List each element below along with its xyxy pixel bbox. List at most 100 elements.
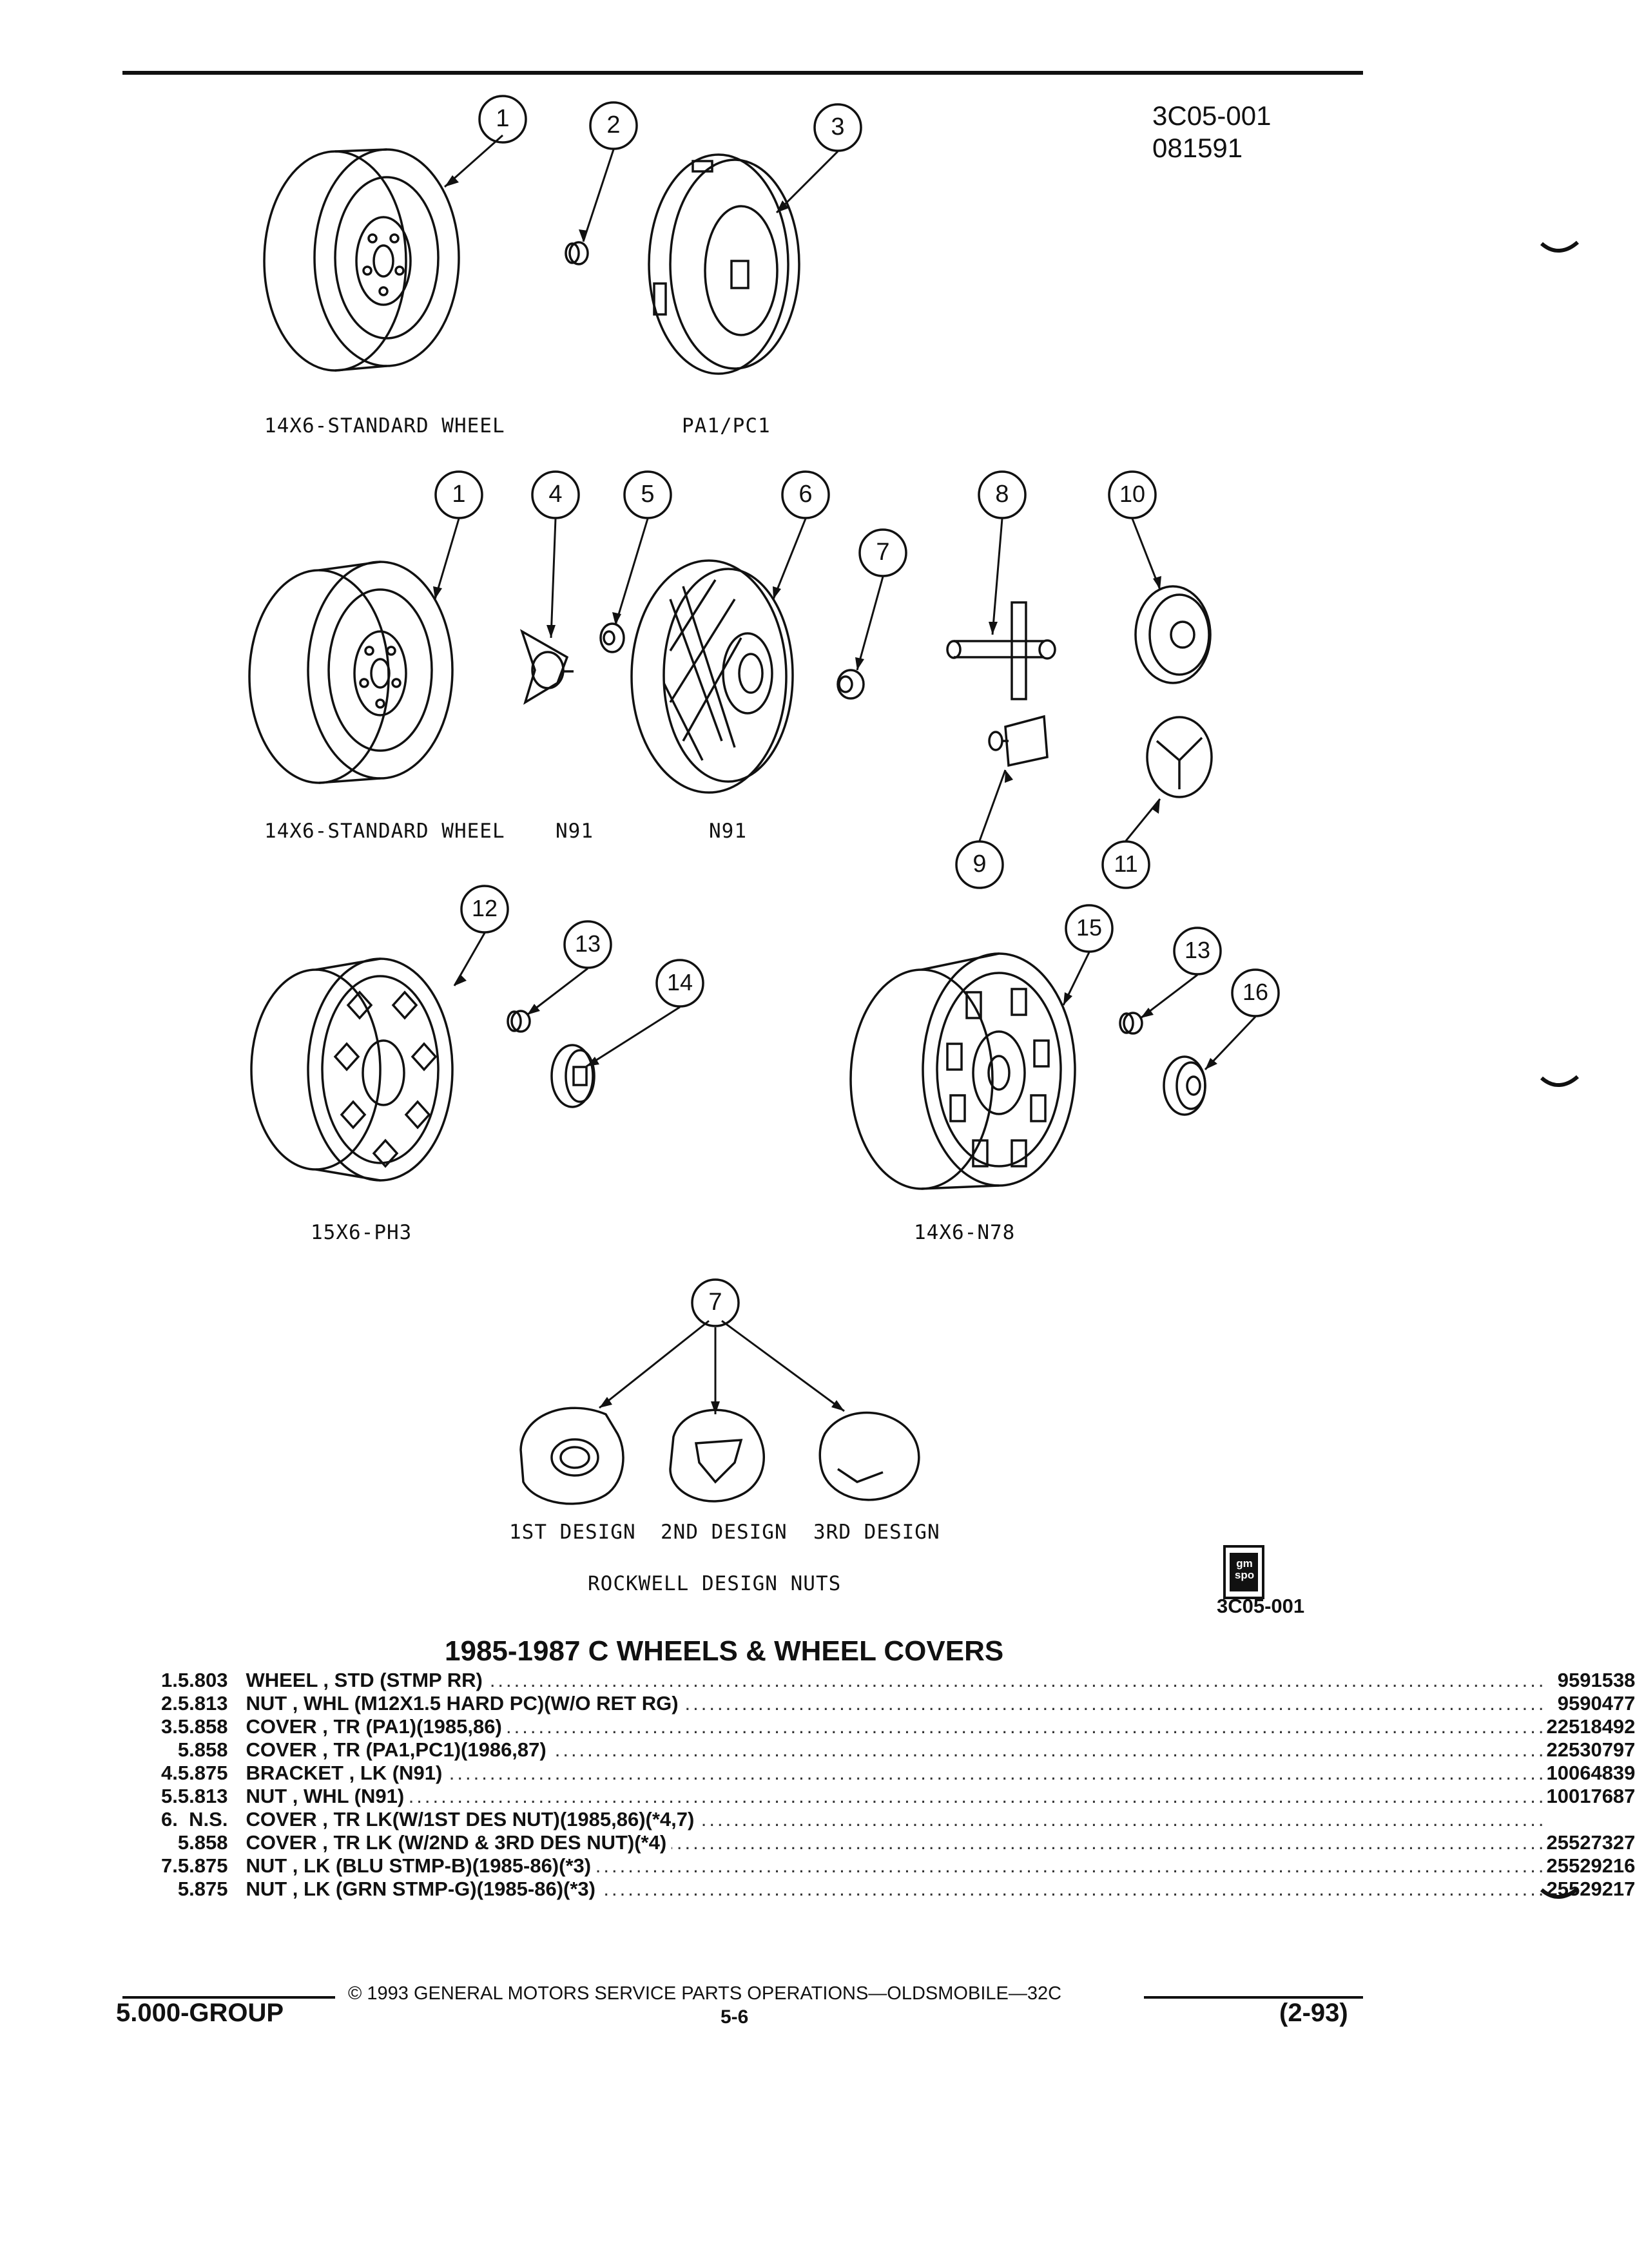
center-cap-14 (550, 1044, 595, 1108)
part-description-cell: COVER , TR (PA1,PC1)(1986,87)...........… (246, 1738, 1546, 1762)
part-number: 25527327 (1546, 1831, 1635, 1854)
lock-bracket-n91 (519, 629, 574, 705)
part-description: NUT , WHL (M12X1.5 HARD PC)(W/O RET RG) (246, 1692, 684, 1715)
caption-design-2: 2ND DESIGN (661, 1521, 788, 1544)
part-description-cell: NUT , WHL (M12X1.5 HARD PC)(W/O RET RG).… (246, 1692, 1546, 1715)
caption-n91-cover: N91 (709, 820, 747, 843)
parts-row: 5.875 NUT , LK (GRN STMP-G)(1985-86)(*3).… (161, 1878, 1635, 1901)
lock-nut-7 (837, 669, 865, 700)
part-description-cell: BRACKET , LK (N91)......................… (246, 1762, 1546, 1785)
caption-pa1-pc1: PA1/PC1 (682, 414, 771, 437)
item-number: 4. (161, 1762, 178, 1784)
trim-cover-pa1 (648, 153, 800, 375)
item-number: 2. (161, 1692, 178, 1715)
margin-mark-3 (1540, 1887, 1579, 1899)
callout-13-left: 13 (574, 930, 601, 957)
callout-13-right: 13 (1184, 937, 1211, 963)
part-description-cell: NUT , WHL (N91).........................… (246, 1785, 1546, 1808)
callout-7-row2: 7 (876, 539, 890, 566)
section-title: 1985-1987 C WHEELS & WHEEL COVERS (445, 1635, 1004, 1667)
part-description-cell: COVER , TR (PA1)(1985,86)...............… (246, 1715, 1546, 1738)
part-number: 22518492 (1546, 1715, 1635, 1738)
group-ref: 5.858 (177, 1831, 228, 1854)
callout-11: 11 (1114, 850, 1138, 877)
callout-12: 12 (471, 895, 498, 921)
footer-revision: (2-93) (1279, 1999, 1348, 2027)
callout-1-row2: 1 (452, 481, 466, 508)
wheel-ph3 (250, 957, 454, 1182)
group-ref: 5.813 (177, 1785, 228, 1807)
callout-8: 8 (995, 481, 1009, 508)
footer-rule-left (122, 1996, 335, 1999)
wheel-nut (565, 241, 589, 265)
parts-row: 1.5.803 WHEEL , STD (STMP RR)............… (161, 1669, 1635, 1692)
callout-10: 10 (1119, 481, 1146, 507)
item-number: 1. (161, 1669, 178, 1691)
catalog-date: 081591 (1152, 133, 1243, 163)
part-number: 9590477 (1557, 1692, 1635, 1715)
catalog-code: 3C05-001 (1152, 101, 1272, 131)
wheel-nut-13a (507, 1010, 531, 1033)
item-number: 5. (161, 1785, 178, 1807)
caption-n78: 14X6-N78 (914, 1221, 1016, 1244)
callout-16: 16 (1242, 979, 1269, 1005)
callout-1-row1: 1 (496, 105, 510, 132)
part-description: COVER , TR LK(W/1ST DES NUT)(1985,86)(*4… (246, 1808, 700, 1831)
lock-adapter-9 (988, 715, 1049, 767)
callout-9: 9 (972, 850, 987, 878)
wheel-standard-1 (263, 148, 460, 372)
caption-std-wheel-1: 14X6-STANDARD WHEEL (264, 414, 505, 437)
part-number: 10017687 (1546, 1785, 1635, 1807)
group-ref: 5.875 (177, 1854, 228, 1877)
caption-n91-bracket: N91 (556, 820, 594, 843)
callout-2: 2 (606, 111, 621, 139)
parts-row: 5.858 COVER , TR LK (W/2ND & 3RD DES NUT)… (161, 1831, 1635, 1854)
item-number: 3. (161, 1715, 178, 1738)
footer-rule-right (1144, 1996, 1363, 1999)
caption-std-wheel-2: 14X6-STANDARD WHEEL (264, 820, 505, 843)
caption-design-3: 3RD DESIGN (813, 1521, 940, 1544)
part-description-cell: COVER , TR LK (W/2ND & 3RD DES NUT)(*4).… (246, 1831, 1546, 1854)
caption-ph3: 15X6-PH3 (311, 1221, 412, 1244)
margin-mark-1 (1540, 240, 1579, 253)
part-description: COVER , TR (PA1,PC1)(1986,87) (246, 1738, 552, 1761)
trim-cover-lock-n91 (630, 559, 794, 794)
margin-mark-2 (1540, 1075, 1579, 1088)
item-number: 6. (161, 1808, 178, 1831)
parts-row: 6.N.S.COVER , TR LK(W/1ST DES NUT)(1985,… (161, 1808, 1635, 1831)
leader-dots: ........................................… (246, 1762, 1547, 1784)
group-ref: 5.875 (177, 1878, 228, 1900)
callout-6: 6 (798, 481, 813, 508)
group-ref: 5.813 (177, 1692, 228, 1715)
group-ref: 5.858 (177, 1738, 228, 1761)
part-description-cell: COVER , TR LK(W/1ST DES NUT)(1985,86)(*4… (246, 1808, 1546, 1831)
item-number: 7. (161, 1854, 178, 1877)
group-ref: 5.858 (177, 1715, 228, 1738)
lock-nut-design-2 (669, 1408, 766, 1503)
part-description: COVER , TR LK (W/2ND & 3RD DES NUT)(*4) (246, 1831, 672, 1854)
part-description: WHEEL , STD (STMP RR) (246, 1669, 488, 1691)
parts-row: 7.5.875 NUT , LK (BLU STMP-B)(1985-86)(*3… (161, 1854, 1635, 1878)
callout-4: 4 (548, 481, 563, 508)
figure-ref: 3C05-001 (1217, 1595, 1305, 1617)
emblem-11 (1146, 716, 1213, 798)
part-description: NUT , LK (BLU STMP-B)(1985-86)(*3) (246, 1854, 597, 1877)
item-number (161, 1878, 178, 1901)
part-description: NUT , LK (GRN STMP-G)(1985-86)(*3) (246, 1878, 601, 1900)
parts-list: 1.5.803 WHEEL , STD (STMP RR)............… (161, 1669, 1635, 1901)
group-ref: 5.803 (177, 1669, 228, 1691)
parts-row: 5.858 COVER , TR (PA1,PC1)(1986,87)......… (161, 1738, 1635, 1762)
wheel-n78 (849, 952, 1076, 1190)
lock-key (946, 601, 1056, 700)
callout-7-row4: 7 (708, 1289, 722, 1316)
callout-14: 14 (666, 969, 693, 995)
item-number (161, 1831, 178, 1854)
part-description: NUT , WHL (N91) (246, 1785, 410, 1807)
part-description-cell: NUT , LK (GRN STMP-G)(1985-86)(*3)......… (246, 1878, 1546, 1901)
gm-spo-logo (1223, 1545, 1264, 1599)
wheel-nut-13b (1119, 1012, 1143, 1035)
callout-5: 5 (641, 481, 655, 508)
part-description-cell: WHEEL , STD (STMP RR)...................… (246, 1669, 1546, 1692)
